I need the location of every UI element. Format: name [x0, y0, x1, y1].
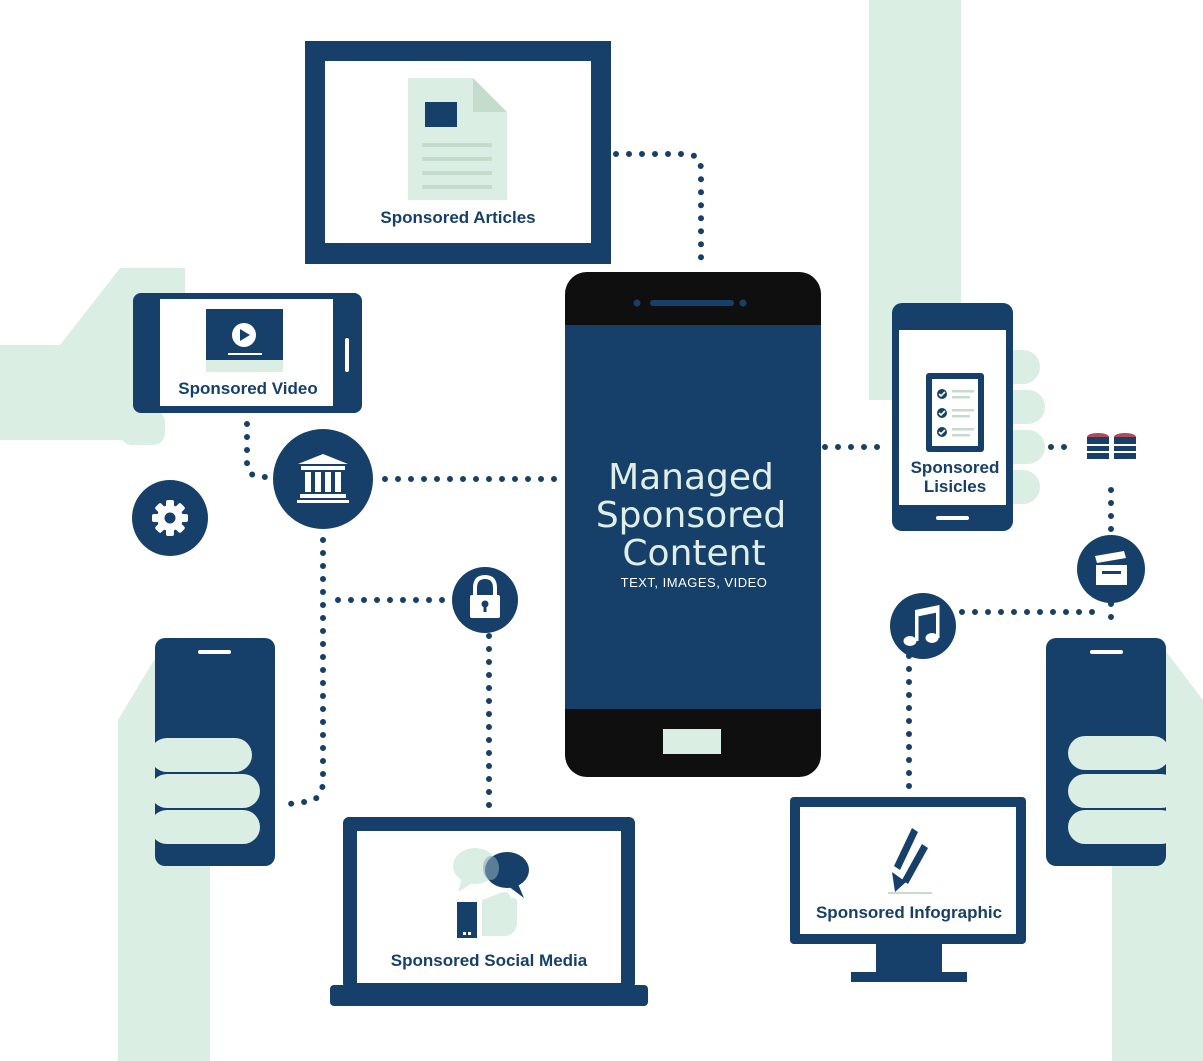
social-label: Sponsored Social Media — [391, 951, 588, 970]
clapperboard-node — [1077, 535, 1145, 603]
chat-bubbles-icon — [453, 848, 529, 938]
listicles-phone: Sponsored Lisicles — [892, 303, 1013, 531]
gear-icon — [152, 500, 188, 536]
database-icon — [1087, 433, 1136, 459]
video-phone: Sponsored Video — [133, 293, 362, 413]
gear-node — [132, 480, 208, 556]
lock-node — [452, 567, 518, 633]
central-phone: Managed Sponsored Content TEXT, IMAGES, … — [565, 272, 821, 777]
infographic-monitor: Sponsored Infographic — [790, 797, 1026, 982]
articles-label: Sponsored Articles — [380, 208, 535, 227]
music-node — [890, 593, 956, 659]
center-subtitle: TEXT, IMAGES, VIDEO — [621, 575, 768, 590]
bank-node — [273, 429, 373, 529]
video-label: Sponsored Video — [178, 379, 318, 398]
listicles-label-line1: Sponsored — [911, 458, 1000, 477]
document-icon — [408, 78, 507, 200]
music-icon — [903, 605, 940, 646]
pen-icon — [888, 828, 932, 894]
social-laptop: Sponsored Social Media — [330, 817, 648, 1006]
bank-icon — [297, 454, 349, 503]
center-title-line1: Managed — [608, 457, 774, 498]
articles-tablet: Sponsored Articles — [305, 41, 611, 264]
home-button — [663, 729, 721, 754]
listicles-label-line2: Lisicles — [924, 477, 986, 496]
lock-icon — [470, 574, 500, 618]
right-handheld-phone — [1046, 638, 1178, 866]
play-icon — [206, 309, 283, 372]
left-handheld-phone — [150, 638, 275, 866]
center-title-line2: Sponsored — [596, 495, 786, 536]
infographic-label: Sponsored Infographic — [816, 903, 1002, 922]
connectors — [244, 151, 1114, 815]
checklist-icon — [926, 373, 984, 452]
clapperboard-icon — [1095, 551, 1127, 585]
center-title-line3: Content — [622, 533, 765, 574]
